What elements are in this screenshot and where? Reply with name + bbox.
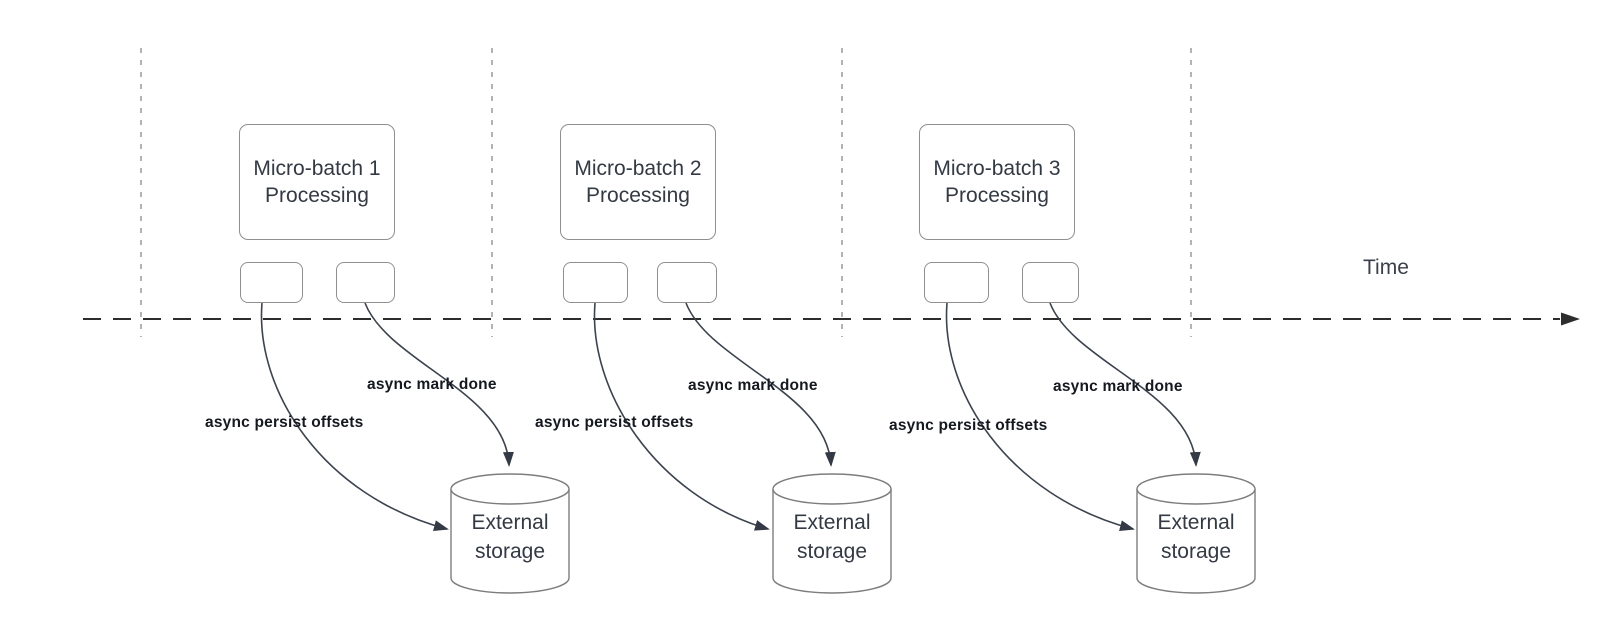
async-persist-arrow-3 [945,302,1135,532]
micro-batch-2-title-line1: Micro-batch 2 [574,157,702,180]
external-storage-label-2: External storage [762,508,902,566]
async-persist-offsets-label-1: async persist offsets [205,414,364,431]
external-storage-cylinder-1 [450,473,570,594]
external-storage-label-3: External storage [1126,508,1266,566]
micro-batch-3-mark-done-task-box [1022,262,1079,303]
async-persist-arrow-2 [593,302,770,531]
micro-batch-1-persist-task-box [240,262,303,303]
time-axis-label: Time [1363,256,1409,279]
external-storage-label-3-line2: storage [1160,540,1232,563]
micro-batch-1-mark-done-task-box [336,262,395,303]
micro-batch-2-persist-task-box [563,262,628,303]
micro-batch-1-title-line2: Processing [265,184,369,207]
timeline-arrowhead-icon [1561,312,1580,326]
external-storage-label-1: External storage [440,508,580,566]
micro-batch-1-box: Micro-batch 1 Processing [239,124,395,240]
external-storage-cylinder-3 [1136,473,1256,594]
external-storage-label-2-line1: External [793,511,871,534]
async-mark-done-arrow-3 [1049,302,1201,467]
external-storage-label-3-line1: External [1157,511,1235,534]
async-mark-done-label-3: async mark done [1053,378,1183,395]
micro-batch-3-title-line2: Processing [945,184,1049,207]
micro-batch-2-mark-done-task-box [657,262,717,303]
async-persist-offsets-label-3: async persist offsets [889,417,1048,434]
external-storage-cylinder-2 [772,473,892,594]
micro-batch-1-title-line1: Micro-batch 1 [253,157,381,180]
async-persist-arrow-1 [260,302,449,531]
micro-batch-2-title-line2: Processing [586,184,690,207]
external-storage-label-1-line2: storage [474,540,546,563]
async-mark-done-label-2: async mark done [688,377,818,394]
micro-batch-3-title-line1: Micro-batch 3 [933,157,1061,180]
async-mark-done-arrow-2 [685,302,836,467]
async-mark-done-label-1: async mark done [367,376,497,393]
micro-batch-3-box: Micro-batch 3 Processing [919,124,1075,240]
async-mark-done-arrow-1 [364,302,514,467]
async-persist-offsets-label-2: async persist offsets [535,414,694,431]
micro-batch-3-persist-task-box [924,262,989,303]
micro-batch-2-box: Micro-batch 2 Processing [560,124,716,240]
external-storage-label-1-line1: External [471,511,549,534]
external-storage-label-2-line2: storage [796,540,868,563]
